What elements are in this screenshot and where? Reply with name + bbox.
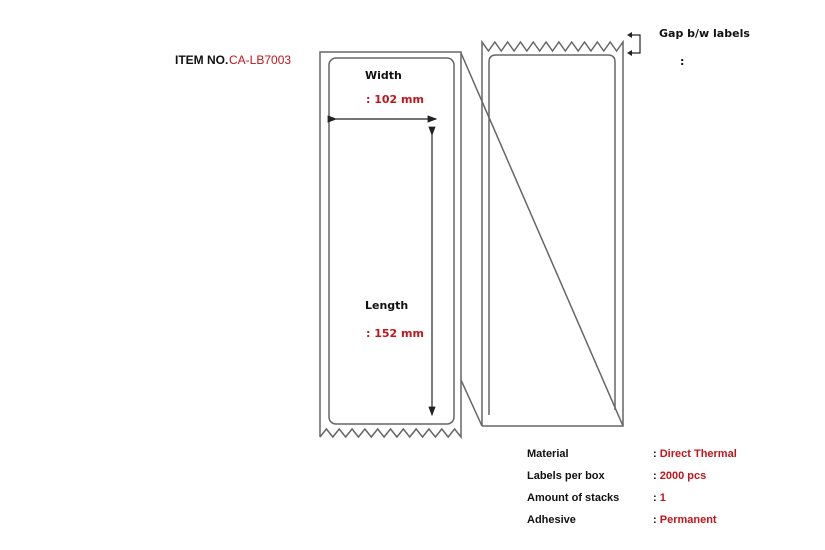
spec-value-material: : Direct Thermal: [653, 448, 737, 460]
fold-diagonal: [460, 52, 624, 427]
label-front: [328, 57, 455, 425]
spec-label-material: Material: [527, 448, 569, 460]
item-number: CA-LB7003: [229, 53, 292, 67]
width-label: Width: [365, 69, 402, 82]
label-backing-back: [481, 39, 624, 427]
length-label: Length: [365, 299, 409, 312]
spec-label-labels-per-box: Labels per box: [527, 470, 605, 482]
spec-value-adhesive: : Permanent: [653, 514, 717, 526]
spec-value-stacks: : 1: [653, 492, 666, 504]
spec-label-adhesive: Adhesive: [527, 514, 576, 526]
width-value: : 102 mm: [366, 93, 424, 106]
label-back: [488, 54, 616, 415]
gap-label: Gap b/w labels: [659, 27, 750, 40]
spec-label-stacks: Amount of stacks: [527, 492, 620, 504]
label-backing-front: [319, 51, 462, 440]
spec-value-labels-per-box: : 2000 pcs: [653, 470, 707, 482]
item-number-label: ITEM NO.: [175, 53, 229, 67]
gap-value: :: [680, 55, 685, 68]
length-value: : 152 mm: [366, 327, 424, 340]
gap-bracket: [630, 34, 641, 54]
